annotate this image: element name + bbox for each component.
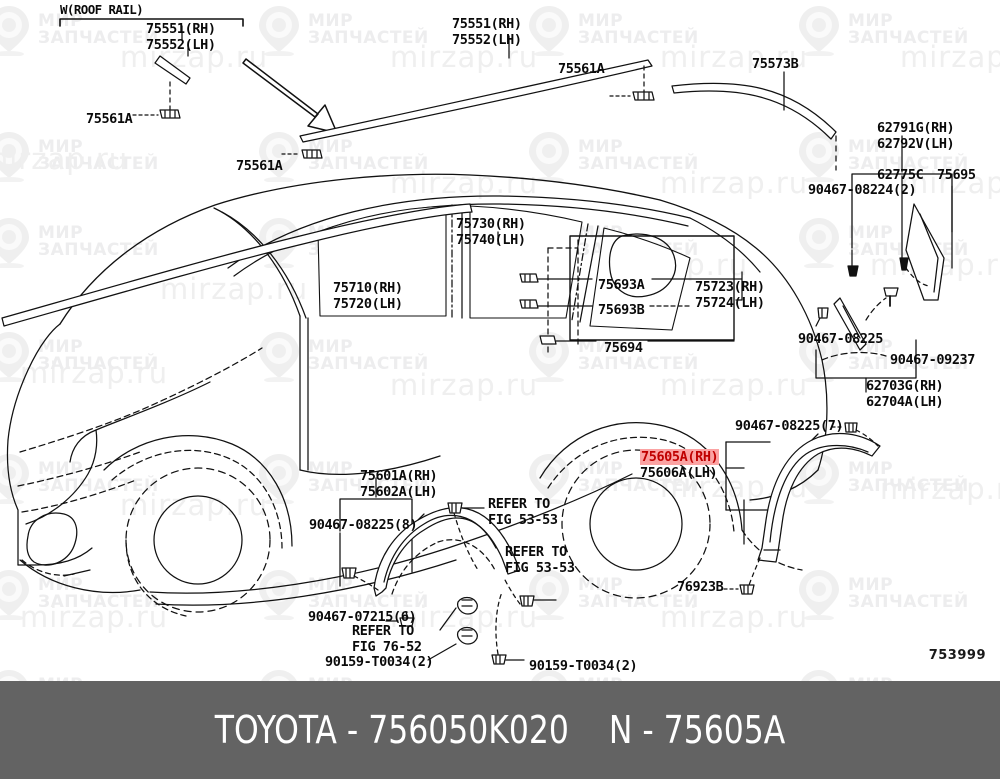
part-label-75693A[interactable]: 75693A xyxy=(598,277,645,293)
part-label-roof-rail-group[interactable]: W(ROOF RAIL) xyxy=(60,2,144,17)
part-label-refer-fig-76-52[interactable]: REFER TO FIG 76-52 xyxy=(352,623,422,655)
part-label-90159-T0034-right[interactable]: 90159-T0034(2) xyxy=(529,658,638,674)
part-label-90159-T0034-left[interactable]: 90159-T0034(2) xyxy=(325,654,434,670)
footer-bar: TOYOTA - 756050K020 N - 75605A xyxy=(0,681,1000,779)
part-label-76923B[interactable]: 76923B xyxy=(677,579,724,595)
part-label-75694[interactable]: 75694 xyxy=(604,340,643,356)
part-label-90467-08225-8[interactable]: 90467-08225(8) xyxy=(309,517,418,533)
part-label-90467-09237[interactable]: 90467-09237 xyxy=(890,352,976,368)
part-label-75695[interactable]: 75695 xyxy=(937,167,976,183)
part-label-75561A-left[interactable]: 75561A xyxy=(86,111,133,127)
part-label-75606A[interactable]: 75606A(LH) xyxy=(640,465,718,481)
part-label-refer-fig-53-53-b[interactable]: REFER TO FIG 53-53 xyxy=(505,544,575,576)
figure-number: 753999 xyxy=(928,648,986,663)
part-label-90467-07215-6[interactable]: 90467-07215(6) xyxy=(308,609,417,625)
part-label-75573B[interactable]: 75573B xyxy=(752,56,799,72)
part-label-75605A-highlighted[interactable]: 75605A(RH) xyxy=(640,449,720,465)
footer-part-title: TOYOTA - 756050K020 N - 75605A xyxy=(214,708,786,752)
part-label-75693B[interactable]: 75693B xyxy=(598,302,645,318)
part-label-62791G-62792V[interactable]: 62791G(RH) 62792V(LH) xyxy=(877,120,955,152)
part-label-90467-08225-7[interactable]: 90467-08225(7) xyxy=(735,418,844,434)
part-label-75601A-75602A[interactable]: 75601A(RH) 75602A(LH) xyxy=(360,468,438,500)
part-label-75730-75740[interactable]: 75730(RH) 75740(LH) xyxy=(456,216,526,248)
part-label-75551-75552-left[interactable]: 75551(RH) 75552(LH) xyxy=(146,21,216,53)
part-label-75723-75724[interactable]: 75723(RH) 75724(LH) xyxy=(695,279,765,311)
part-label-62703G-62704A[interactable]: 62703G(RH) 62704A(LH) xyxy=(866,378,944,410)
part-label-90467-08225-right[interactable]: 90467-08225 xyxy=(798,331,884,347)
part-label-62775C[interactable]: 62775C xyxy=(877,167,924,183)
part-label-75710-75720[interactable]: 75710(RH) 75720(LH) xyxy=(333,280,403,312)
part-label-75561A-mid[interactable]: 75561A xyxy=(236,158,283,174)
part-label-75561A-top[interactable]: 75561A xyxy=(558,61,605,77)
part-label-75551-75552-top[interactable]: 75551(RH) 75552(LH) xyxy=(452,16,522,48)
part-label-90467-08224[interactable]: 90467-08224(2) xyxy=(808,182,917,198)
highlight-badge[interactable]: 75605A(RH) xyxy=(640,449,720,465)
part-label-refer-fig-53-53-a[interactable]: REFER TO FIG 53-53 xyxy=(488,496,558,528)
